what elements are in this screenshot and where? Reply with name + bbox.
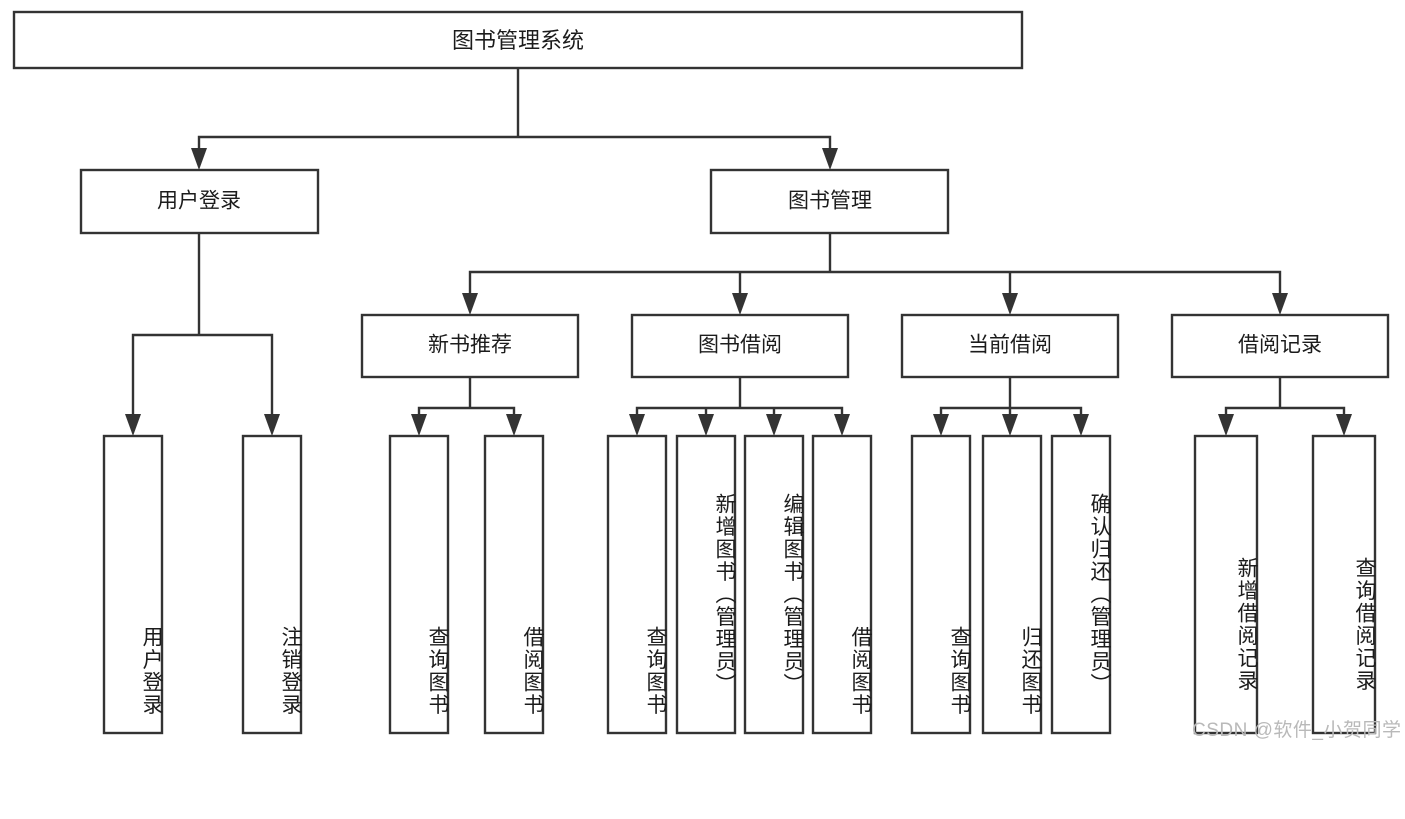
connector-root-to-level1-bus [197,66,832,160]
arrowhead-book-management [822,148,838,170]
node-user-login-box[interactable] [79,168,320,235]
arrowhead-book-borrow [732,293,748,315]
flowchart-diagram: 图书管理系统 用户登录 图书管理 新书推荐 图书借阅 当前借阅 借阅记录 [12,10,1402,741]
arrowhead-leaf-confirm-return-admin [1073,414,1089,436]
node-book-management-label: 图书管理 [788,190,872,213]
node-leaf-query-book-current-box[interactable] [910,434,972,735]
arrowhead-leaf-borrow-book-recommend [506,414,522,436]
arrowhead-leaf-query-book-recommend [411,414,427,436]
node-book-borrow[interactable]: 图书借阅 [630,313,850,379]
node-leaf-add-borrow-record-box[interactable] [1193,434,1259,735]
arrowhead-leaf-query-book-current [933,414,949,436]
node-new-book-recommend-label: 新书推荐 [428,334,512,357]
node-book-management[interactable]: 图书管理 [709,168,950,235]
connector-book-management-bus [468,231,1282,305]
node-root-box[interactable] [12,10,1024,70]
connector-layer [125,66,1352,436]
node-leaf-user-login-box[interactable] [102,434,164,735]
arrowhead-leaf-add-borrow-record [1218,414,1234,436]
node-leaf-query-book-borrow-box[interactable] [606,434,668,735]
node-user-login-label: 用户登录 [157,190,241,213]
arrowhead-leaf-query-borrow-record [1336,414,1352,436]
csdn-watermark: CSDN @软件_小贺同学 [1192,720,1402,741]
node-leaf-add-book-admin-box[interactable] [675,434,737,735]
node-borrow-record-box[interactable] [1170,313,1390,379]
arrowhead-user-login [191,148,207,170]
node-current-borrow-label: 当前借阅 [968,334,1052,357]
node-leaf-borrow-book-box[interactable] [811,434,873,735]
connector-user-login-bus [131,231,274,426]
connector-borrow-record-bus [1224,375,1346,426]
node-user-login[interactable]: 用户登录 [79,168,320,235]
node-borrow-record[interactable]: 借阅记录 [1170,313,1390,379]
node-new-book-recommend-box[interactable] [360,313,580,379]
arrowhead-leaf-user-login [125,414,141,436]
node-leaf-logout-login-box[interactable] [241,434,303,735]
arrowhead-current-borrow [1002,293,1018,315]
arrowhead-leaf-borrow-book [834,414,850,436]
arrowhead-leaf-logout-login [264,414,280,436]
node-leaf-query-borrow-record-box[interactable] [1311,434,1377,735]
node-book-borrow-box[interactable] [630,313,850,379]
node-leaf-confirm-return-admin-box[interactable] [1050,434,1112,735]
arrowhead-leaf-query-book-borrow [629,414,645,436]
arrowhead-leaf-edit-book-admin [766,414,782,436]
node-new-book-recommend[interactable]: 新书推荐 [360,313,580,379]
node-leaf-return-book-box[interactable] [981,434,1043,735]
connector-book-borrow-bus [635,375,844,426]
node-root-label: 图书管理系统 [452,28,584,53]
node-book-borrow-label: 图书借阅 [698,334,782,357]
arrowhead-leaf-return-book [1002,414,1018,436]
node-current-borrow[interactable]: 当前借阅 [900,313,1120,379]
arrowhead-new-book-recommend [462,293,478,315]
leaf-boxes-layer [102,434,1377,735]
node-book-management-box[interactable] [709,168,950,235]
connector-new-book-recommend-bus [417,375,516,426]
flowchart-svg: 图书管理系统 用户登录 图书管理 新书推荐 图书借阅 当前借阅 借阅记录 [12,10,1390,735]
node-current-borrow-box[interactable] [900,313,1120,379]
node-borrow-record-label: 借阅记录 [1238,334,1322,357]
node-leaf-query-book-recommend-box[interactable] [388,434,450,735]
node-leaf-edit-book-admin-box[interactable] [743,434,805,735]
node-leaf-borrow-book-recommend-box[interactable] [483,434,545,735]
node-root[interactable]: 图书管理系统 [12,10,1024,70]
arrowhead-leaf-add-book-admin [698,414,714,436]
arrowhead-borrow-record [1272,293,1288,315]
